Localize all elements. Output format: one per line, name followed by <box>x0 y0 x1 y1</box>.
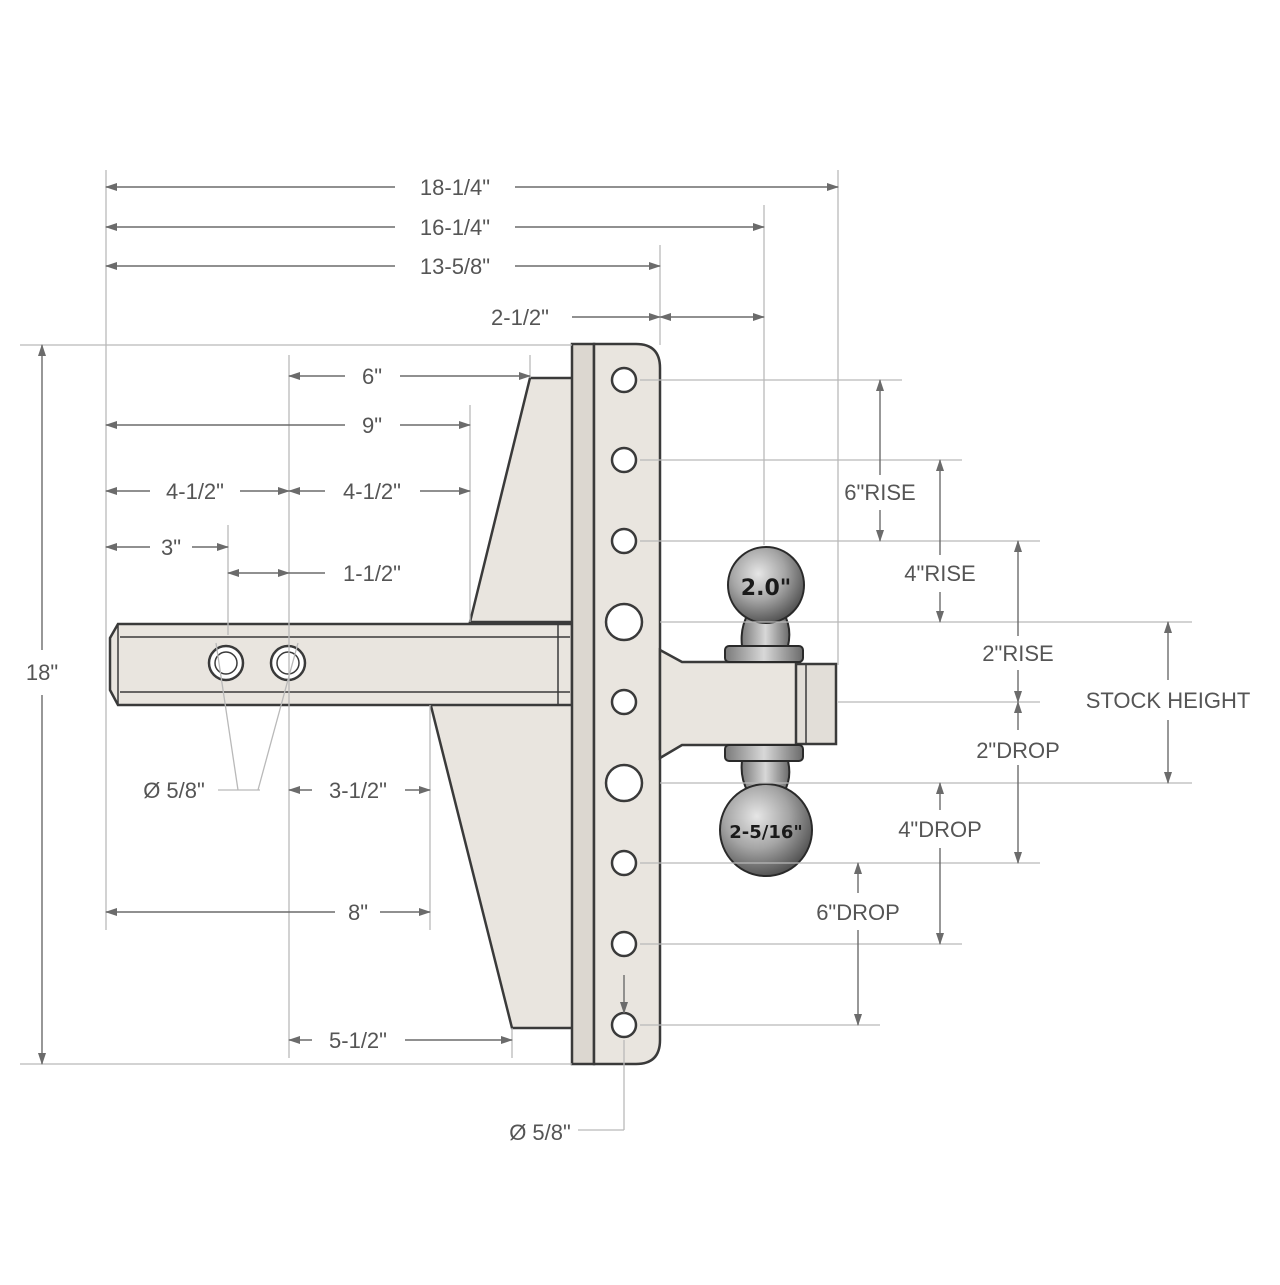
plate-side-edge <box>570 342 596 1066</box>
plate-hole <box>610 849 638 877</box>
gusset-top <box>468 376 577 624</box>
dim-height-18: 18" <box>26 660 58 685</box>
dim-overall-13-5-8: 13-5/8" <box>420 254 490 279</box>
dim-shank-4-1-2-right: 4-1/2" <box>343 479 401 504</box>
bottom-ball <box>719 783 813 877</box>
shank-pin-hole <box>214 651 238 675</box>
dim-rise-2: 2"RISE <box>982 641 1053 666</box>
plate-hole <box>610 446 638 474</box>
plate-hole-large <box>604 602 644 642</box>
dimension-labels: 18-1/4" 16-1/4" 13-5/8" 2-1/2" 18" 6" 9"… <box>26 175 1250 1145</box>
plate-adjustment-holes <box>604 366 644 1039</box>
shank-pin-hole <box>276 651 300 675</box>
dim-overall-18-1-4: 18-1/4" <box>420 175 490 200</box>
plate-hole-large <box>604 763 644 803</box>
dim-shank-6: 6" <box>362 364 382 389</box>
top-ball-label: 2.0" <box>741 576 791 601</box>
dim-shank-pin-hole-dia: Ø 5/8" <box>143 778 205 803</box>
gusset-bottom <box>428 700 577 1030</box>
dim-drop-6: 6"DROP <box>816 900 900 925</box>
dim-drop-2: 2"DROP <box>976 738 1060 763</box>
plate-hole <box>610 1011 638 1039</box>
dim-adjust-hole-dia: Ø 5/8" <box>509 1120 571 1145</box>
ball-mount-collar <box>794 662 838 746</box>
dim-stock-height: STOCK HEIGHT <box>1086 688 1251 713</box>
plate-hole <box>610 930 638 958</box>
dim-offset-2-1-2: 2-1/2" <box>491 305 549 330</box>
dim-overall-16-1-4: 16-1/4" <box>420 215 490 240</box>
dim-rise-4: 4"RISE <box>904 561 975 586</box>
plate-hole <box>610 527 638 555</box>
dim-shank-4-1-2-left: 4-1/2" <box>166 479 224 504</box>
dim-shank-9: 9" <box>362 413 382 438</box>
bottom-ball-base <box>724 744 804 762</box>
dim-rise-6: 6"RISE <box>844 480 915 505</box>
extension-lines <box>20 170 1192 1131</box>
dim-drop-4: 4"DROP <box>898 817 982 842</box>
hitch-body <box>108 342 838 1066</box>
top-ball-base <box>724 645 804 663</box>
dim-shank-1-1-2: 1-1/2" <box>343 561 401 586</box>
dim-shank-5-1-2: 5-1/2" <box>329 1028 387 1053</box>
dim-shank-8: 8" <box>348 900 368 925</box>
bottom-ball-label: 2-5/16" <box>729 822 803 843</box>
shank-tube <box>108 622 574 707</box>
top-ball <box>727 546 805 624</box>
ball-mount <box>658 647 802 761</box>
dim-shank-3-1-2: 3-1/2" <box>329 778 387 803</box>
dim-shank-3: 3" <box>161 535 181 560</box>
dimension-lines <box>38 183 1172 1065</box>
plate-hole <box>610 688 638 716</box>
plate-hole <box>610 366 638 394</box>
